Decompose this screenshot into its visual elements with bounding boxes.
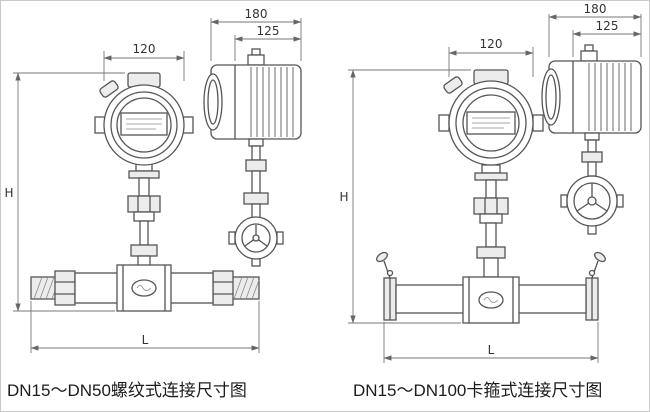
left-clamp-fitting xyxy=(228,216,284,267)
left-dim-height-label: H xyxy=(4,186,13,200)
left-front-view xyxy=(30,72,260,312)
right-dim-height-label: H xyxy=(339,190,348,204)
brand-emblem xyxy=(478,291,504,309)
right-clamp-lever xyxy=(588,251,606,279)
right-side-view xyxy=(541,44,642,235)
right-clamp-fitting xyxy=(560,175,624,235)
right-dim-side-body-width-label: 125 xyxy=(596,19,619,33)
left-dimensions: 120 180 125 H L xyxy=(4,7,302,353)
right-dimensions: 120 180 125 H L xyxy=(339,2,642,363)
left-dim-side-body-width-label: 125 xyxy=(257,24,280,38)
left-side-view xyxy=(203,48,302,267)
left-dim-head-width-label: 120 xyxy=(133,42,156,56)
left-dim-side-width-label: 180 xyxy=(245,7,268,21)
right-caption: DN15～DN100卡箍式连接尺寸图 xyxy=(353,381,602,400)
right-front-view xyxy=(376,69,606,324)
left-transmitter-head xyxy=(94,72,194,166)
left-dim-length-label: L xyxy=(142,333,149,347)
right-transmitter-head xyxy=(438,69,544,166)
left-clamp-lever xyxy=(376,251,394,279)
left-display-window xyxy=(120,112,168,136)
brand-emblem xyxy=(131,279,157,297)
left-caption: DN15～DN50螺纹式连接尺寸图 xyxy=(7,381,247,400)
right-display-window xyxy=(466,111,516,135)
right-dim-head-width-label: 120 xyxy=(480,37,503,51)
left-pipe-body xyxy=(30,264,260,312)
right-dim-length-label: L xyxy=(488,343,495,357)
right-pipe-body xyxy=(376,251,606,324)
right-dim-side-width-label: 180 xyxy=(584,2,607,16)
